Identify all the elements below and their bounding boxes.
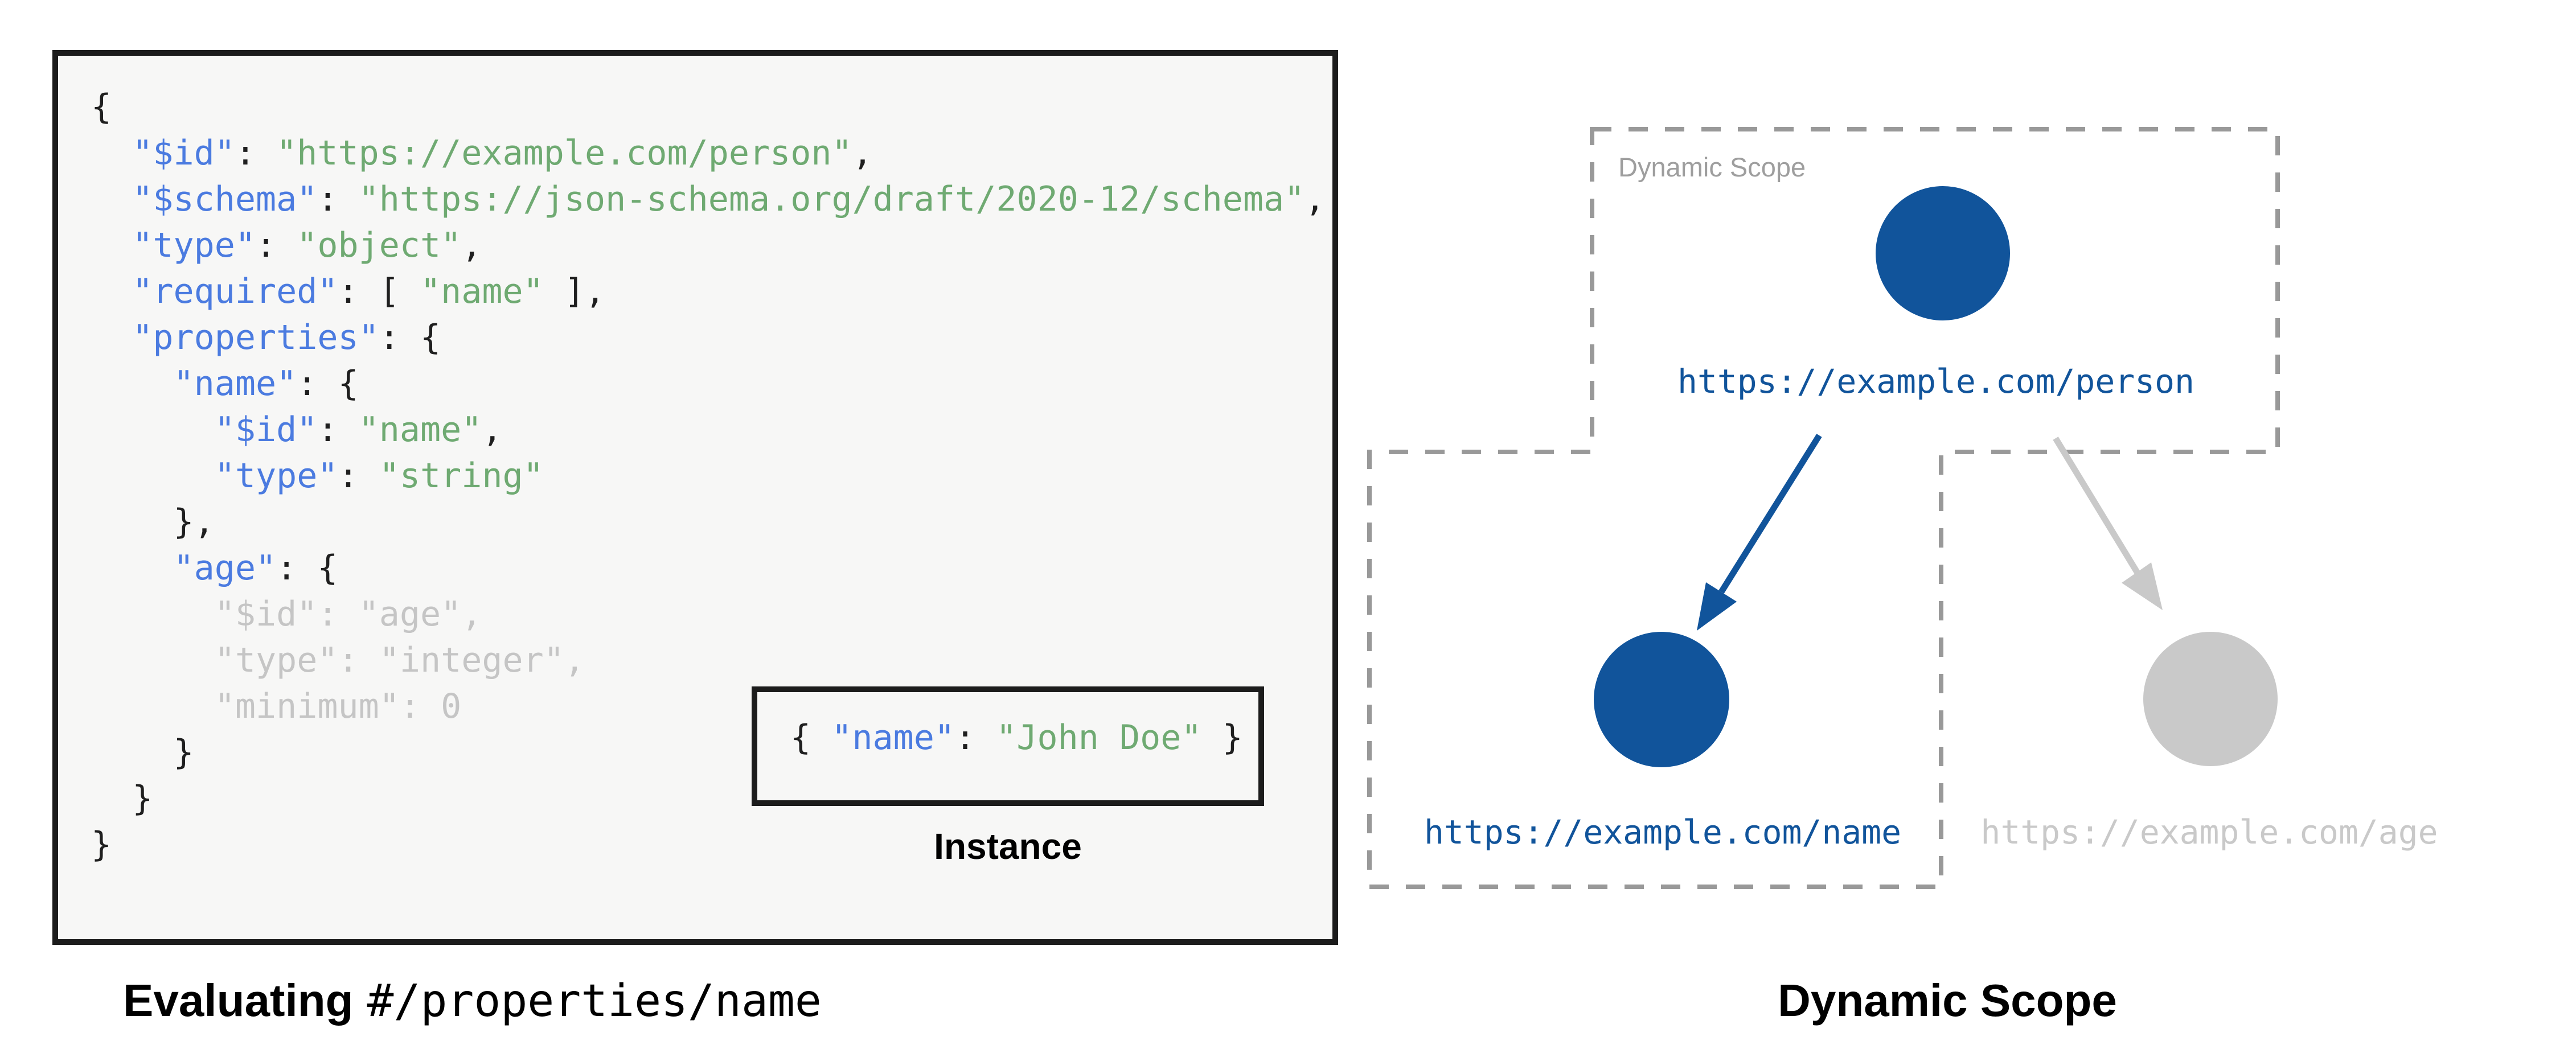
name-schema-node: [1594, 632, 1729, 767]
code-token: "string": [379, 456, 544, 496]
code-line: "age": {: [91, 545, 1325, 591]
code-token: "$id": [132, 133, 235, 173]
code-token: }: [91, 733, 194, 772]
code-token: "name": [420, 272, 544, 311]
code-line: "$id": "name",: [91, 407, 1325, 453]
code-token: :: [235, 133, 277, 173]
code-token: }: [1201, 718, 1243, 758]
evaluating-caption-pointer: #/properties/name: [367, 976, 822, 1027]
code-token: "$id": "age",: [91, 594, 482, 634]
code-line: }: [91, 822, 1325, 868]
code-token: : {: [297, 364, 359, 404]
code-line: "$id": "https://example.com/person",: [91, 130, 1325, 176]
code-token: "https://json-schema.org/draft/2020-12/s…: [358, 179, 1305, 219]
person-to-age-arrowhead: [2122, 562, 2163, 610]
code-token: : {: [276, 548, 338, 588]
dynamic-scope-inline-label: Dynamic Scope: [1618, 152, 1806, 182]
code-token: : {: [379, 318, 441, 357]
code-token: ,: [461, 225, 482, 265]
evaluating-caption-bold: Evaluating: [123, 975, 354, 1026]
evaluating-caption: Evaluating #/properties/name: [123, 974, 822, 1027]
person-to-name-arrowhead: [1697, 582, 1737, 631]
age-schema-url: https://example.com/age: [1980, 813, 2438, 852]
code-token: ],: [543, 272, 606, 311]
person-to-age-arrow-line: [2053, 437, 2142, 577]
code-line: "$schema": "https://json-schema.org/draf…: [91, 176, 1325, 223]
code-token: "required": [132, 272, 338, 311]
schema-code: { "$id": "https://example.com/person", "…: [91, 84, 1325, 868]
schema-panel: { "$id": "https://example.com/person", "…: [52, 50, 1338, 945]
code-line: "type": "integer",: [91, 637, 1325, 684]
dynamic-scope-outline: [1367, 127, 2280, 889]
code-token: "type": [214, 456, 338, 496]
code-token: }: [91, 779, 153, 818]
code-line: "minimum": 0: [91, 684, 1325, 730]
code-token: },: [91, 502, 215, 542]
code-token: "$schema": [132, 179, 318, 219]
code-line: "type": "object",: [91, 223, 1325, 269]
name-schema-url: https://example.com/name: [1424, 813, 1901, 852]
instance-code: { "name": "John Doe" }: [790, 721, 1243, 755]
code-line: "required": [ "name" ],: [91, 269, 1325, 315]
code-line: "type": "string": [91, 453, 1325, 499]
instance-label: Instance: [934, 826, 1082, 867]
person-to-name-arrow-line: [1718, 434, 1822, 594]
code-line: }: [91, 730, 1325, 776]
person-schema-url: https://example.com/person: [1677, 362, 2194, 401]
code-line: {: [91, 84, 1325, 130]
age-schema-node: [2143, 632, 2278, 766]
code-line: "$id": "age",: [91, 591, 1325, 637]
code-token: :: [317, 410, 359, 450]
code-token: "type": [132, 225, 256, 265]
code-line: "properties": {: [91, 315, 1325, 361]
code-token: "name": [358, 410, 482, 450]
code-token: "$id": [214, 410, 318, 450]
code-token: "properties": [132, 318, 379, 357]
code-token: ,: [852, 133, 873, 173]
code-token: :: [338, 456, 379, 496]
code-line: "name": {: [91, 361, 1325, 407]
instance-box: { "name": "John Doe" }: [752, 686, 1264, 806]
code-token: "type": "integer",: [91, 640, 585, 680]
code-token: "minimum": 0: [91, 686, 462, 726]
code-token: {: [91, 87, 112, 127]
code-token: "name": [831, 718, 955, 758]
code-line: },: [91, 499, 1325, 545]
code-token: ,: [1305, 179, 1326, 219]
code-token: :: [317, 179, 359, 219]
code-token: "John Doe": [996, 718, 1202, 758]
code-token: }: [91, 825, 112, 865]
code-token: ,: [482, 410, 503, 450]
code-token: "object": [297, 225, 462, 265]
code-token: "age": [173, 548, 277, 588]
code-token: "https://example.com/person": [276, 133, 852, 173]
code-token: {: [790, 718, 832, 758]
code-token: "name": [173, 364, 297, 404]
code-token: :: [955, 718, 996, 758]
person-schema-node: [1876, 186, 2010, 320]
dynamic-scope-caption: Dynamic Scope: [1778, 975, 2117, 1026]
code-token: : [: [338, 272, 420, 311]
code-line: }: [91, 776, 1325, 822]
code-token: :: [256, 225, 297, 265]
